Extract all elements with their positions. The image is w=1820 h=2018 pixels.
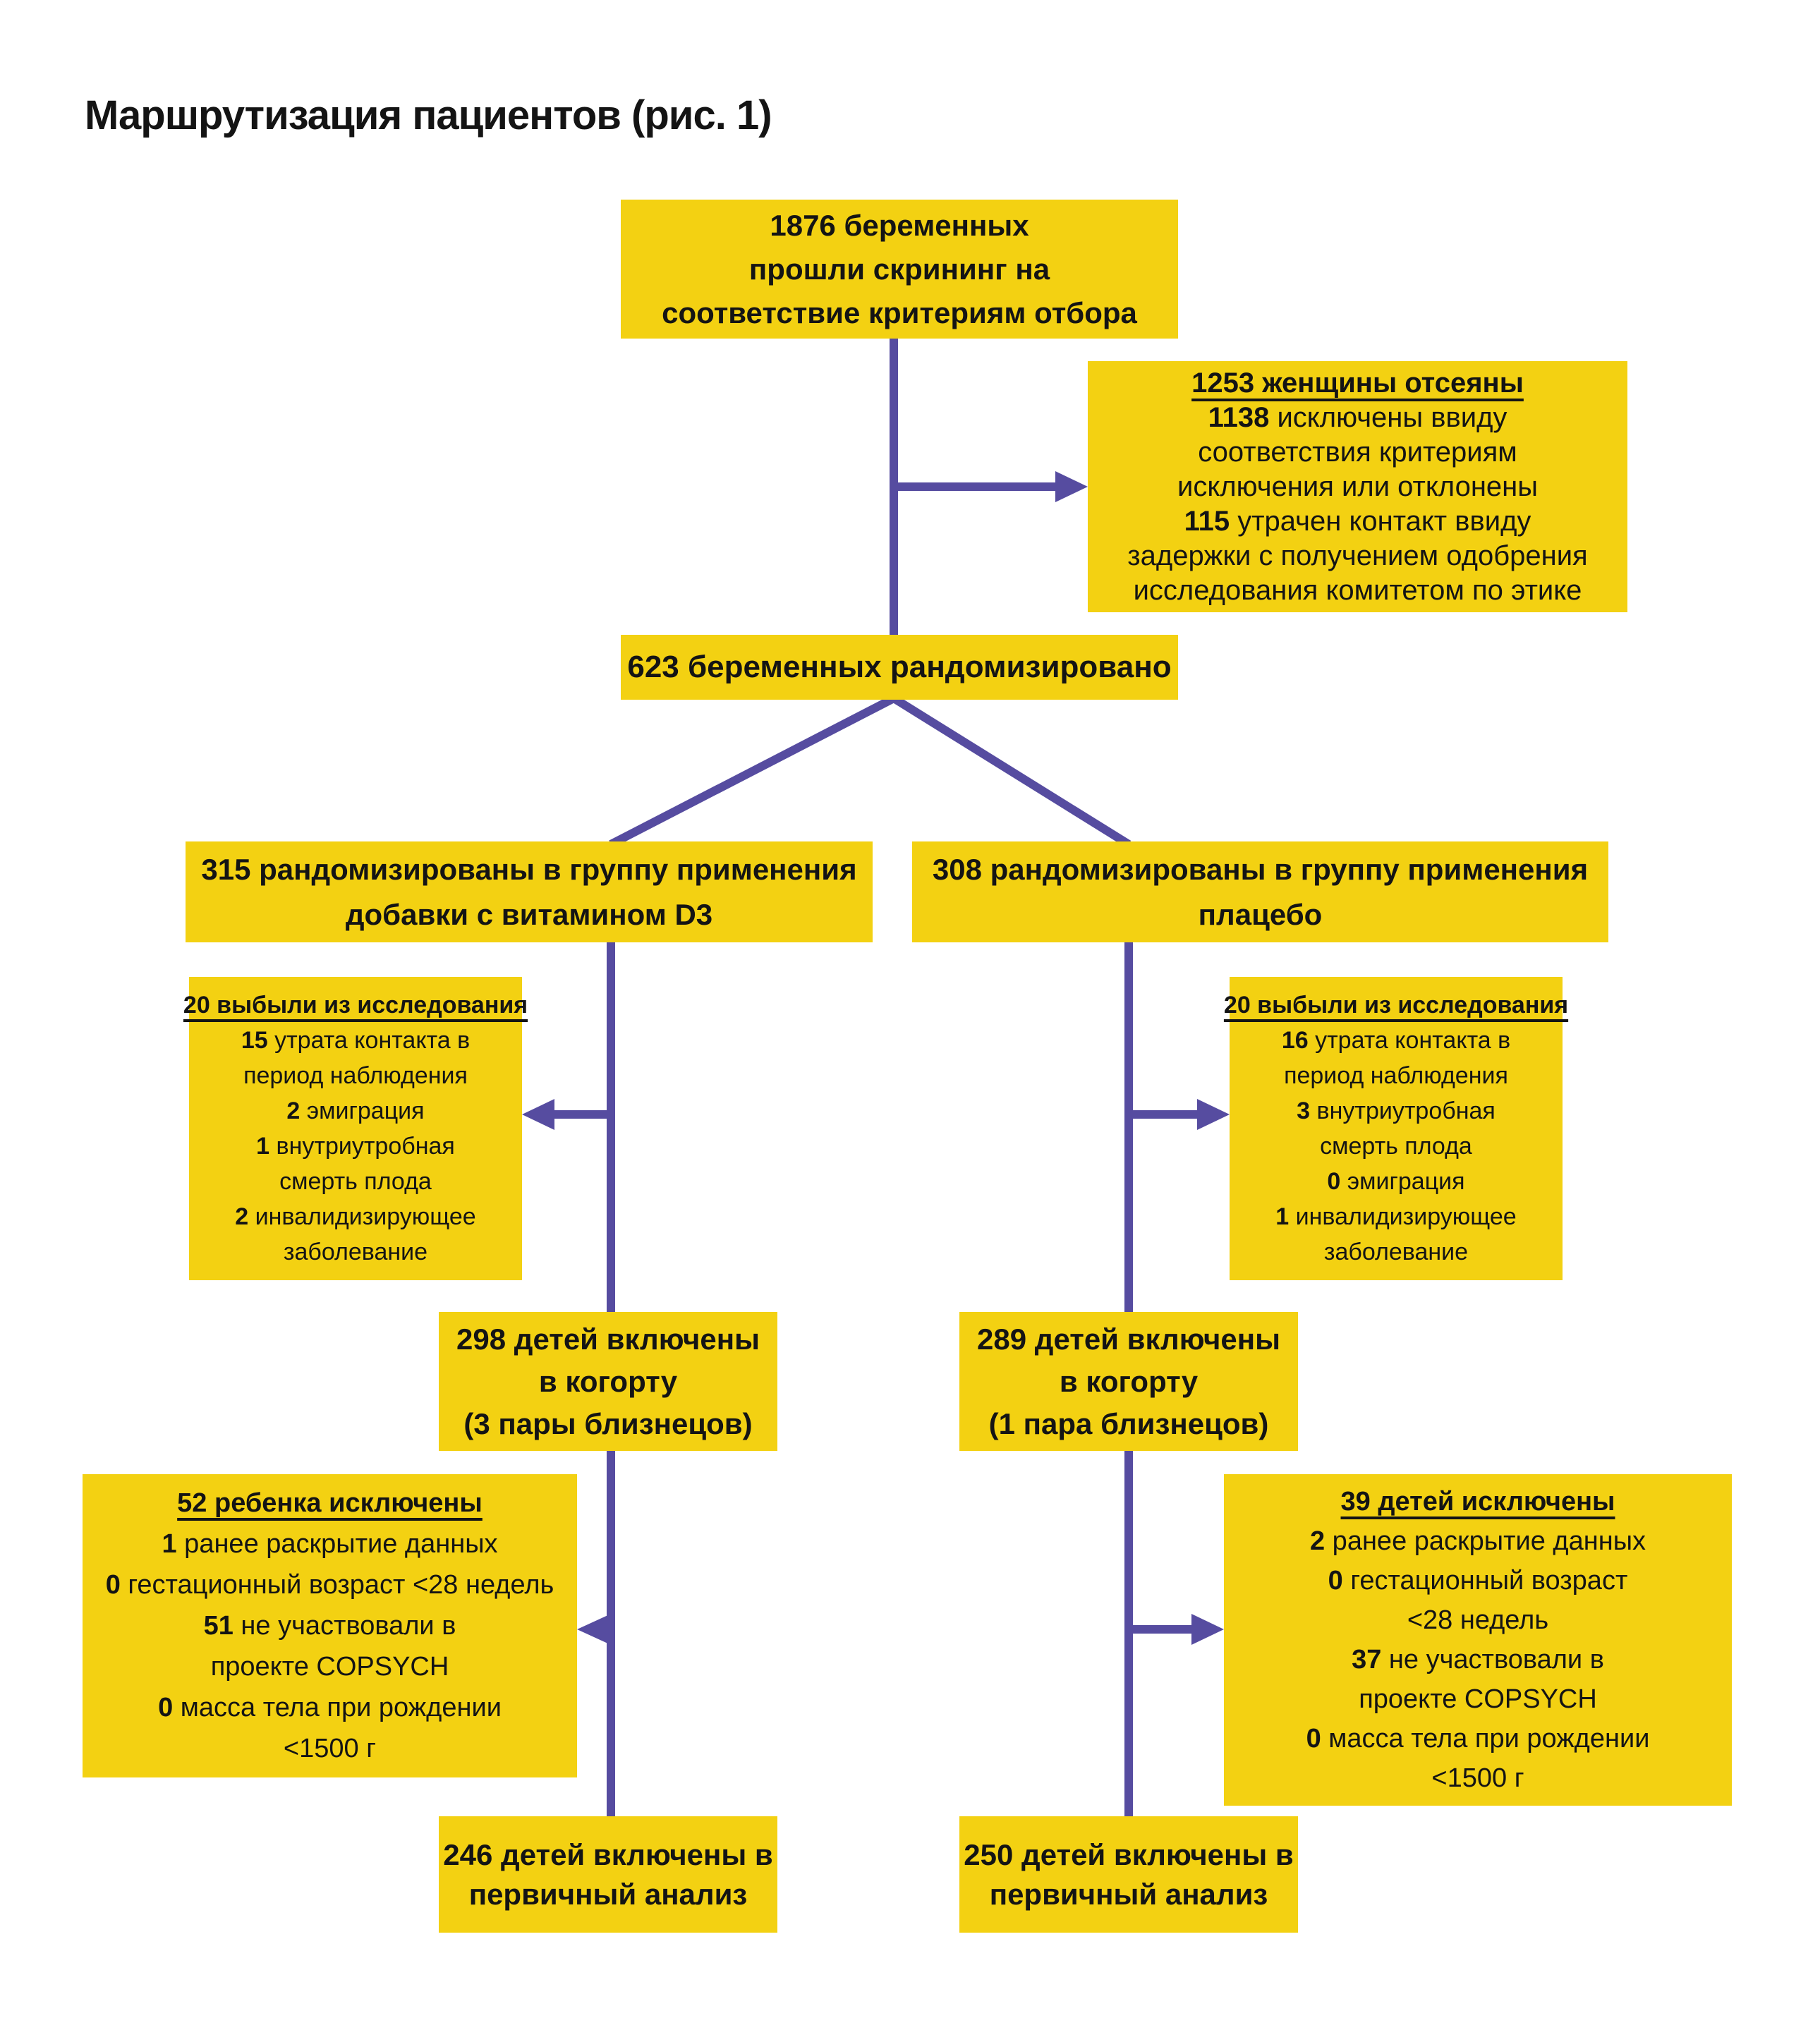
box-primary-analysis-vitamin-d3: 246 детей включены в первичный анализ	[439, 1816, 777, 1933]
box-text-line: заболевание	[283, 1239, 428, 1265]
box-text-line: 3 внутриутробная	[1297, 1098, 1496, 1124]
box-text-line: соответствие критериям отбора	[662, 296, 1137, 329]
box-text-line: первичный анализ	[989, 1877, 1268, 1911]
box-text-line: соответствия критериям	[1198, 436, 1517, 468]
box-text-line: 289 детей включены	[977, 1322, 1280, 1356]
box-text-line: первичный анализ	[468, 1877, 748, 1911]
box-text-line: период наблюдения	[1284, 1062, 1508, 1089]
box-text-line: (1 пара близнецов)	[988, 1406, 1269, 1440]
box-text-line: 2 ранее раскрытие данных	[1309, 1526, 1646, 1556]
box-children-excluded-placebo: 39 детей исключены 2 ранее раскрытие данн…	[1224, 1474, 1732, 1806]
box-text-line: период наблюдения	[243, 1062, 468, 1089]
box-dropout-placebo: 20 выбыли из исследования 16 утрата конта…	[1224, 977, 1568, 1280]
box-text-line: 0 эмиграция	[1327, 1168, 1465, 1195]
box-text-line: 0 гестационный возраст	[1328, 1566, 1628, 1595]
box-text-line: 1253 женщины отсеяны	[1191, 367, 1524, 399]
box-text-line: 2 эмиграция	[286, 1098, 425, 1124]
box-text-line: 1 ранее раскрытие данных	[162, 1529, 498, 1559]
box-text-line: 0 гестационный возраст <28 недель	[105, 1570, 554, 1600]
box-text-line: плацебо	[1198, 897, 1323, 931]
box-group-vitamin-d3: 315 рандомизированы в группу применения д…	[186, 841, 873, 942]
box-text-line: 308 рандомизированы в группу применения	[932, 852, 1589, 886]
box-text-line: <28 недель	[1407, 1605, 1549, 1635]
box-text-line: 20 выбыли из исследования	[1223, 992, 1569, 1019]
box-text-line: 246 детей включены в	[443, 1837, 773, 1871]
box-group-placebo: 308 рандомизированы в группу применения п…	[912, 841, 1608, 942]
box-text-line: задержки с получением одобрения	[1127, 540, 1588, 571]
box-text-line: 1876 беременных	[770, 208, 1029, 242]
box-text-line: исследования комитетом по этике	[1133, 574, 1582, 606]
box-children-excluded-vitamin-d3: 52 ребенка исключены 1 ранее раскрытие да…	[83, 1474, 577, 1777]
box-text-line: в когорту	[538, 1364, 678, 1398]
box-text-line: добавки с витамином D3	[345, 897, 713, 931]
box-text-line: 37 не участвовали в	[1352, 1645, 1604, 1674]
box-cohort-placebo: 289 детей включены в когорту (1 пара близн…	[959, 1312, 1298, 1451]
box-text-line: проекте COPSYCH	[210, 1652, 449, 1682]
arrow-children-excluded-d3	[577, 1614, 611, 1645]
box-screened: 1876 беременных прошли скрининг на соответ…	[621, 200, 1178, 339]
box-text-line: 315 рандомизированы в группу применения	[201, 852, 857, 886]
box-text-line: 15 утрата контакта в	[241, 1027, 471, 1054]
box-randomized: 623 беременных рандомизировано	[621, 635, 1178, 700]
box-text-line: 115 утрачен контакт ввиду	[1184, 505, 1531, 537]
box-primary-analysis-placebo: 250 детей включены в первичный анализ	[959, 1816, 1298, 1933]
box-text-line: 20 выбыли из исследования	[183, 992, 528, 1019]
branch-randomization	[609, 693, 1132, 849]
box-text-line: проекте COPSYCH	[1359, 1684, 1597, 1714]
box-text-line: смерть плода	[279, 1168, 432, 1195]
box-text-line: 2 инвалидизирующее	[235, 1203, 476, 1230]
box-text-line: 52 ребенка исключены	[177, 1488, 483, 1518]
box-text-line: 250 детей включены в	[964, 1837, 1294, 1871]
box-text-line: (3 пары близнецов)	[463, 1406, 753, 1440]
box-text-line: 1 инвалидизирующее	[1275, 1203, 1517, 1230]
box-text-line: 623 беременных рандомизировано	[627, 650, 1172, 684]
box-text-line: в когорту	[1059, 1364, 1199, 1398]
box-text-line: 298 детей включены	[456, 1322, 760, 1356]
box-text-line: заболевание	[1323, 1239, 1469, 1265]
box-text-line: 1138 исключены ввиду	[1208, 401, 1507, 433]
box-text-line: 39 детей исключены	[1340, 1487, 1615, 1516]
page-title: Маршрутизация пациентов (рис. 1)	[85, 92, 772, 138]
box-text-line: <1500 г	[1431, 1763, 1524, 1793]
box-text-line: 0 масса тела при рождении	[158, 1693, 502, 1722]
box-text-line: исключения или отклонены	[1177, 470, 1539, 502]
box-cohort-vitamin-d3: 298 детей включены в когорту (3 пары близн…	[439, 1312, 777, 1451]
box-text-line: <1500 г	[283, 1734, 377, 1763]
box-text-line: 16 утрата контакта в	[1281, 1027, 1511, 1054]
box-text-line: 1 внутриутробная	[256, 1133, 455, 1160]
box-text-line: прошли скрининг на	[748, 252, 1050, 286]
box-text-line: 0 масса тела при рождении	[1306, 1724, 1650, 1753]
box-text-line: смерть плода	[1320, 1133, 1472, 1160]
box-dropout-vitamin-d3: 20 выбыли из исследования 15 утрата конта…	[183, 977, 528, 1280]
box-text-line: 51 не участвовали в	[203, 1611, 456, 1641]
